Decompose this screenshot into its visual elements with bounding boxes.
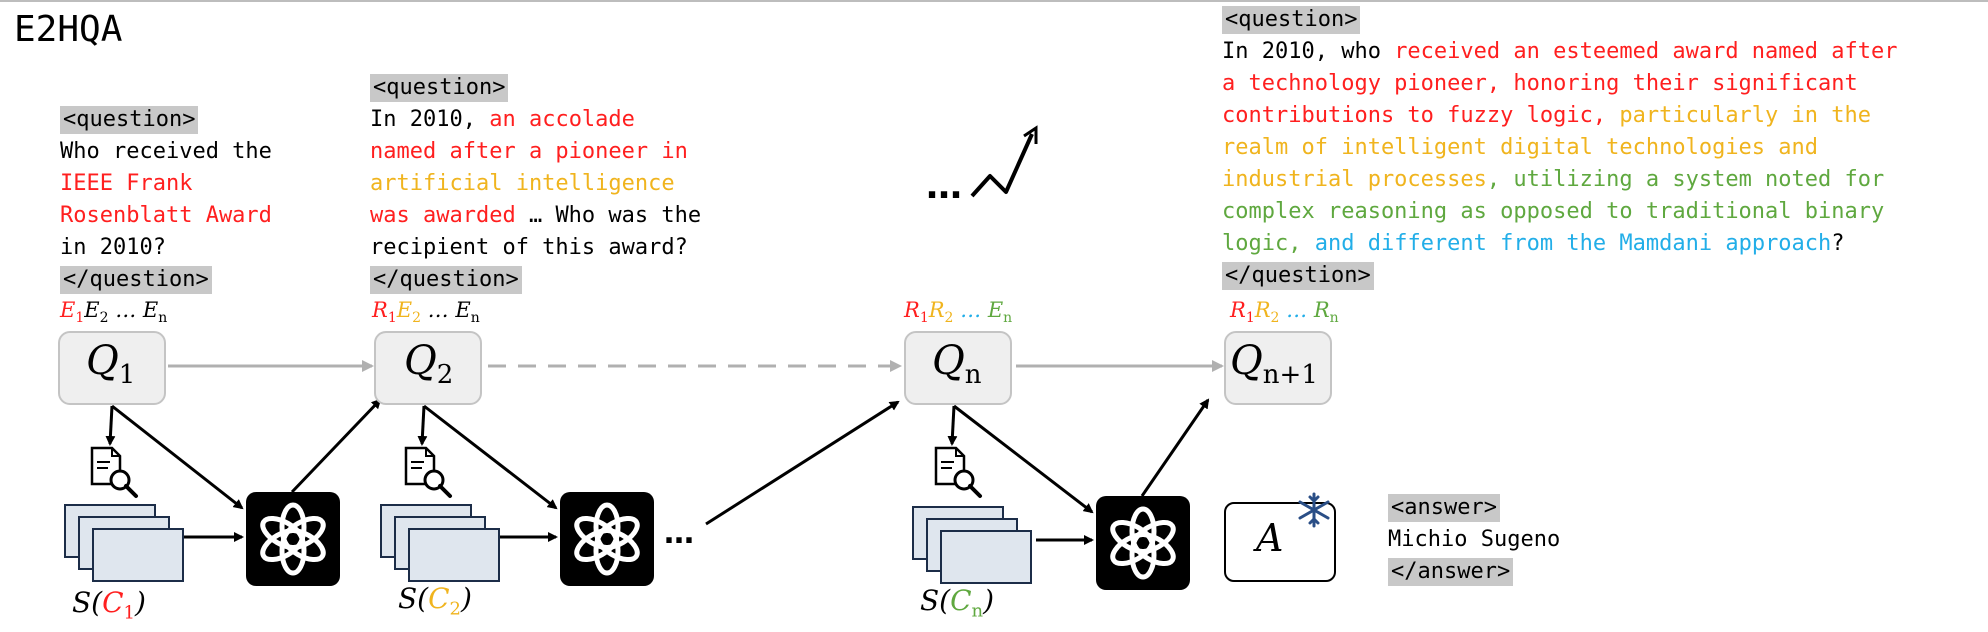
summary-label-c1: S(C1) [72, 586, 146, 624]
sequence-q1: E1E2 … En [60, 298, 168, 327]
q1-line: Rosenblatt Award [60, 203, 272, 228]
q2-text: recipient of this award? [370, 235, 688, 260]
openai-logo-icon [1096, 496, 1190, 590]
q2-text: In 2010, [370, 107, 490, 132]
q2-text-red: was awarded [370, 203, 516, 228]
qn1-text-yellow: realm of intelligent digital technologie… [1222, 135, 1819, 160]
question-close-tag: </question> [370, 266, 522, 294]
search-document-icon [934, 446, 982, 498]
document-card [92, 528, 184, 582]
snowflake-icon [1298, 492, 1330, 528]
question-close-tag: </question> [1222, 262, 1374, 290]
arrow-q2-llm [423, 404, 558, 510]
search-document-icon [404, 446, 452, 498]
question-open-tag: <question> [370, 74, 509, 102]
qn1-question-block: <question> In 2010, who received an este… [1222, 4, 1898, 292]
answer-box [1224, 502, 1336, 582]
trend-arrow-head [1023, 125, 1038, 144]
sequence-qn: R1R2 … En [904, 298, 1013, 327]
answer-close-tag: </answer> [1388, 558, 1514, 586]
sequence-q2: R1E2 … En [372, 298, 480, 327]
arrow-qn-search [947, 405, 958, 446]
sequence-qn1: R1R2 … Rn [1230, 298, 1339, 327]
node-qn1-label: Qn+1 [1230, 338, 1318, 390]
qn1-text-yellow: particularly in the [1606, 103, 1872, 128]
search-document-icon [90, 446, 138, 498]
document-card [940, 530, 1032, 584]
arrow-q2-search [417, 405, 428, 446]
q1-line: in 2010? [60, 235, 166, 260]
node-q1 [58, 331, 166, 405]
node-q1-label: Q1 [86, 338, 136, 390]
ellipsis-chain: … [664, 516, 694, 551]
qn1-text: In 2010, who [1222, 39, 1395, 64]
document-card [408, 528, 500, 582]
ellipsis-growth: … [926, 166, 962, 207]
openai-logo-icon [560, 492, 654, 586]
top-border [0, 0, 1988, 2]
node-qn1 [1224, 331, 1332, 405]
arrow-q1-search [105, 405, 116, 446]
diagram-title: E2HQA [14, 9, 123, 50]
arrow-llm1-q2 [290, 398, 382, 494]
answer-open-tag: <answer> [1388, 494, 1500, 522]
q1-question-block: <question> Who received the IEEE Frank R… [60, 104, 272, 296]
q2-text: … Who was the [515, 203, 702, 228]
answer-value: Michio Sugeno [1388, 527, 1561, 552]
trend-arrow-icon [970, 133, 1034, 198]
arrow-qn-llm [953, 404, 1094, 514]
answer-block: <answer> Michio Sugeno </answer> [1388, 492, 1560, 588]
question-open-tag: <question> [1222, 6, 1361, 34]
q2-text-red: an accolade [489, 107, 635, 132]
q2-text-red: named after a pioneer in [370, 139, 688, 164]
qn1-text-red: contributions to fuzzy logic, [1222, 103, 1607, 128]
arrow-q1-llm [111, 404, 244, 510]
qn1-text-green: , utilizing a system noted for [1486, 167, 1885, 192]
answer-symbol: A [1256, 516, 1284, 560]
question-open-tag: <question> [60, 106, 199, 134]
qn1-text-green: logic, [1222, 231, 1302, 256]
openai-logo-icon [246, 492, 340, 586]
summary-label-c2: S(C2) [398, 582, 472, 620]
arrow-llmn-qn1 [1140, 398, 1210, 497]
qn1-text-blue: and different from the Mamdani approach [1301, 231, 1832, 256]
arrow-to-qn [705, 400, 900, 526]
question-close-tag: </question> [60, 266, 212, 294]
qn1-text-yellow: industrial processes [1222, 167, 1487, 192]
node-q2 [374, 331, 482, 405]
summary-label-cn: S(Cn) [920, 584, 995, 622]
node-qn [904, 331, 1012, 405]
node-q2-label: Q2 [404, 338, 454, 390]
q1-line: Who received the [60, 139, 272, 164]
qn1-text: ? [1831, 231, 1845, 256]
q1-line: IEEE Frank [60, 171, 193, 196]
q2-question-block: <question> In 2010, an accolade named af… [370, 72, 701, 296]
q2-text-yellow: artificial intelligence [370, 171, 675, 196]
node-qn-label: Qn [932, 338, 982, 390]
qn1-text-red: a technology pioneer, honoring their sig… [1222, 71, 1858, 96]
qn1-text-red: received an esteemed award named after [1394, 39, 1898, 64]
qn1-text-green: complex reasoning as opposed to traditio… [1222, 199, 1885, 224]
